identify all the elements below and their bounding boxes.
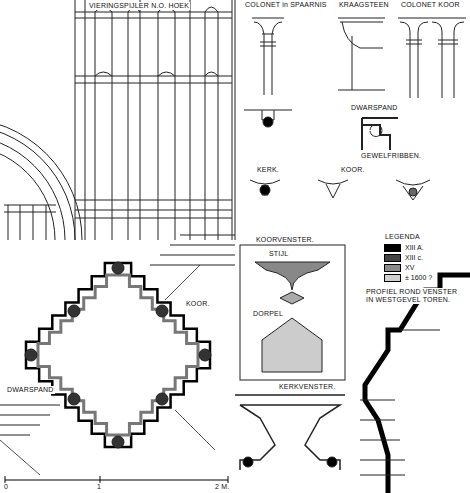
legend-text: XV: [405, 264, 414, 272]
part-label: COLONET in SPAARNIS: [244, 1, 328, 9]
legend-text: XIII c.: [405, 254, 423, 262]
legend-entry: XIII c.: [384, 254, 423, 262]
part-label: 2 M.: [214, 483, 230, 491]
part-label: PROFIEL ROND VENSTER IN WESTGEVEL TOREN.: [365, 288, 467, 304]
part-label: LEGENDA: [384, 233, 421, 241]
legend-entry: XV: [384, 264, 414, 272]
part-label: GEWELFRIBBEN.: [360, 152, 422, 160]
part-label: DWARSPAND: [350, 104, 399, 112]
legend-entry: XIII A.: [384, 244, 424, 252]
part-label: KRAAGSTEEN: [338, 1, 390, 9]
part-label: STIJL: [268, 250, 289, 258]
part-label: VIERINGSPIJLER N.O. HOEK: [88, 2, 190, 10]
part-label: 1: [96, 483, 102, 491]
part-label: DWARSPAND: [6, 386, 55, 394]
legend-text: XIII A.: [405, 244, 424, 252]
legend-entry: ± 1600 ?: [384, 274, 432, 282]
part-label: COLONET KOOR: [400, 1, 461, 9]
part-label: KERK.: [256, 166, 280, 174]
part-label: KERKVENSTER.: [278, 383, 336, 391]
legend-swatch: [384, 244, 401, 252]
part-label: KOOR.: [185, 300, 211, 308]
legend-swatch: [384, 254, 401, 262]
part-label: KOOR.: [340, 166, 366, 174]
legend-text: ± 1600 ?: [405, 274, 432, 282]
part-label: DORPEL: [252, 310, 284, 318]
part-label: 0: [3, 483, 9, 491]
legend-swatch: [384, 274, 401, 282]
part-label: KOORVENSTER.: [255, 236, 315, 244]
legend-swatch: [384, 264, 401, 272]
